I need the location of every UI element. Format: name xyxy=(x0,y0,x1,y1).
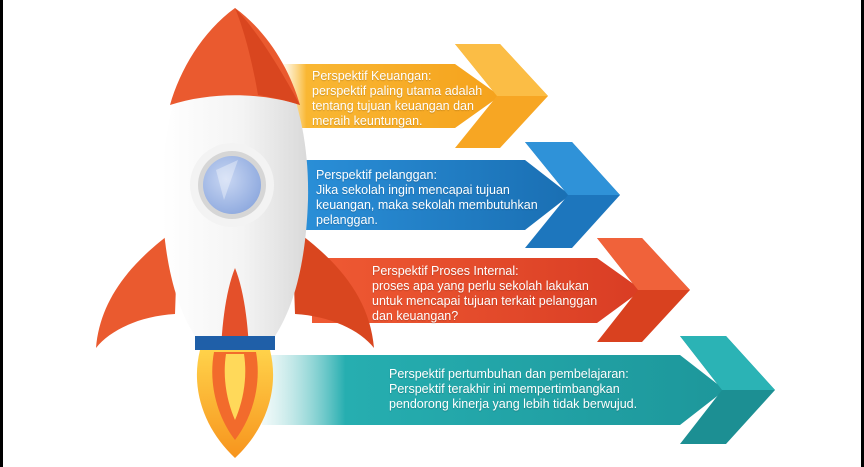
item-line: keuangan, maka sekolah membutuhkan xyxy=(316,198,538,212)
item-title: Perspektif Keuangan: xyxy=(312,69,432,83)
item-pelanggan: Perspektif pelanggan: Jika sekolah ingin… xyxy=(316,168,538,228)
item-pertumbuhan: Perspektif pertumbuhan dan pembelajaran:… xyxy=(389,367,637,412)
arrow-pertumbuhan xyxy=(262,336,775,444)
item-title: Perspektif pertumbuhan dan pembelajaran: xyxy=(389,367,629,381)
rocket-nozzle xyxy=(195,336,275,350)
rocket-left-fin xyxy=(96,228,178,348)
item-line: dan keuangan? xyxy=(372,309,459,323)
right-edge-bar xyxy=(861,0,864,467)
item-line: pelanggan. xyxy=(316,213,378,227)
item-line: Perspektif terakhir ini mempertimbangkan xyxy=(389,382,620,396)
rocket-right-fin xyxy=(292,228,374,348)
item-line: perspektif paling utama adalah xyxy=(312,84,483,98)
item-title: Perspektif Proses Internal: xyxy=(372,264,519,278)
item-line: untuk mencapai tujuan terkait pelanggan xyxy=(372,294,598,308)
item-line: Jika sekolah ingin mencapai tujuan xyxy=(316,183,510,197)
arrow-proses-internal xyxy=(312,238,690,342)
arrow-keuangan xyxy=(280,44,548,148)
rocket-window xyxy=(203,156,261,214)
item-title: Perspektif pelanggan: xyxy=(316,168,437,182)
arrow-pelanggan xyxy=(300,142,620,248)
item-line: tentang tujuan keuangan dan xyxy=(312,99,474,113)
rocket xyxy=(96,8,374,458)
item-line: pendorong kinerja yang lebih tidak berwu… xyxy=(389,397,638,411)
left-edge-bar xyxy=(0,0,3,467)
item-proses-internal: Perspektif Proses Internal: proses apa y… xyxy=(372,264,597,324)
item-line: proses apa yang perlu sekolah lakukan xyxy=(372,279,589,293)
item-line: meraih keuntungan. xyxy=(312,114,423,128)
item-keuangan: Perspektif Keuangan: perspektif paling u… xyxy=(312,69,482,129)
